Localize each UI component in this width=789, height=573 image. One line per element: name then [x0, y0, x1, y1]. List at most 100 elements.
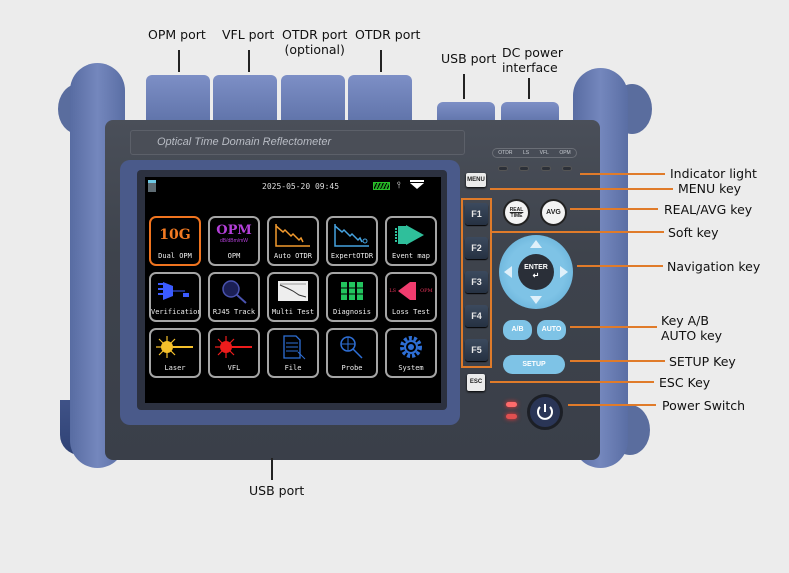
callout-usb-port-top: USB port [441, 51, 497, 66]
tile-label: RJ45 Track [212, 308, 256, 316]
opm-port [146, 75, 210, 125]
loss-test-icon [398, 282, 417, 300]
opm-icon-label: OPM [420, 288, 433, 294]
tile-dual-opm[interactable]: 10G Dual OPM [149, 216, 201, 266]
charge-led [506, 402, 517, 407]
tile-label: Multi Test [271, 308, 315, 316]
callout-setup-key: SETUP Key [669, 354, 736, 369]
tile-verification[interactable]: Verification [149, 272, 201, 322]
indicator-led-otdr [498, 166, 508, 171]
tile-label: Laser [164, 364, 186, 372]
f4-button[interactable]: F4 [465, 305, 488, 327]
callout-line [490, 381, 654, 383]
callout-line [570, 326, 657, 328]
tile-label: ExpertOTDR [330, 252, 374, 260]
f1-button[interactable]: F1 [465, 203, 488, 225]
tile-event-map[interactable]: Event map [385, 216, 437, 266]
avg-button[interactable]: AVG [540, 199, 567, 226]
f2-button[interactable]: F2 [465, 237, 488, 259]
esc-button[interactable]: ESC [467, 374, 485, 391]
callout-line [248, 50, 250, 72]
real-time-button[interactable]: REAL TIME [503, 199, 530, 226]
callout-line [178, 50, 180, 72]
datetime: 2025-05-20 09:45 [262, 182, 340, 191]
enter-button[interactable]: ENTER ↵ [518, 254, 554, 290]
dropdown-menu-icon[interactable] [410, 180, 424, 189]
time-label: TIME [510, 213, 523, 219]
callout-text: (optional) [284, 42, 345, 57]
menu-button[interactable]: MENU [466, 173, 486, 187]
screen: 2025-05-20 09:45 ⫯ 10G Dual OPM OPM dB/d… [145, 177, 441, 403]
callout-line [463, 74, 465, 99]
right-arrow-button[interactable] [560, 266, 568, 278]
tile-auto-otdr[interactable]: Auto OTDR [267, 216, 319, 266]
tile-loss-test[interactable]: LS OPM Loss Test [385, 272, 437, 322]
enter-return-icon: ↵ [532, 271, 540, 280]
callout-line [271, 458, 273, 480]
callout-text: AUTO key [661, 328, 723, 343]
ls-icon-label: LS [389, 288, 397, 294]
callout-usb-port-bottom: USB port [249, 483, 305, 498]
status-led [506, 414, 517, 419]
callout-text: DC power [502, 45, 563, 60]
indicator-vfl-label: VFL [539, 150, 549, 156]
callout-soft-key: Soft key [668, 225, 719, 240]
opm-units: dB/dBm/mW [219, 238, 249, 244]
tile-vfl[interactable]: VFL [208, 328, 260, 378]
callout-line [570, 208, 658, 210]
callout-vfl-port: VFL port [222, 27, 275, 42]
callout-line [568, 404, 656, 406]
callout-line [570, 360, 665, 362]
dc-power-port [501, 102, 559, 124]
status-bar: 2025-05-20 09:45 ⫯ [145, 177, 441, 197]
ab-button[interactable]: A/B [503, 320, 532, 340]
f3-button[interactable]: F3 [465, 271, 488, 293]
f5-button[interactable]: F5 [465, 339, 488, 361]
tile-probe[interactable]: Probe [326, 328, 378, 378]
tile-diagnosis[interactable]: Diagnosis [326, 272, 378, 322]
tile-system[interactable]: System [385, 328, 437, 378]
callout-menu-key: MENU key [678, 181, 742, 196]
tile-label: Auto OTDR [274, 252, 312, 260]
otdr-port [348, 75, 412, 125]
callout-line [490, 188, 673, 190]
tile-multi-test[interactable]: Multi Test [267, 272, 319, 322]
callout-line [492, 231, 664, 233]
callout-indicator-light: Indicator light [670, 166, 757, 181]
callout-real-avg-key: REAL/AVG key [664, 202, 753, 217]
rj45-track-icon [222, 280, 247, 304]
callout-otdr-port: OTDR port [355, 27, 421, 42]
indicator-otdr-label: OTDR [498, 150, 513, 156]
power-button[interactable] [527, 394, 563, 430]
usb-port-top [437, 102, 495, 124]
indicator-strip: OTDR LS VFL OPM [492, 148, 577, 158]
callout-power-switch: Power Switch [662, 398, 746, 413]
usb-icon: ⫯ [397, 180, 401, 190]
indicator-led-vfl [541, 166, 551, 171]
model-label: Optical Time Domain Reflectometer [130, 130, 465, 155]
left-arrow-button[interactable] [504, 266, 512, 278]
tile-label: Loss Test [392, 308, 430, 316]
callout-text: Key A/B [661, 313, 709, 328]
indicator-led-opm [562, 166, 572, 171]
10g-icon: 10G [159, 227, 191, 243]
opm-icon: OPM [216, 223, 252, 238]
otdr-trace-icon [275, 224, 310, 247]
down-arrow-button[interactable] [530, 296, 542, 304]
soft-key-group [461, 198, 492, 368]
setup-button[interactable]: SETUP [503, 355, 565, 374]
tile-expert-otdr[interactable]: ExpertOTDR [326, 216, 378, 266]
tile-file[interactable]: File [267, 328, 319, 378]
tile-laser[interactable]: Laser [149, 328, 201, 378]
tile-rj45-track[interactable]: RJ45 Track [208, 272, 260, 322]
indicator-led-ls [519, 166, 529, 171]
up-arrow-button[interactable] [530, 240, 542, 248]
auto-button[interactable]: AUTO [537, 320, 566, 340]
vfl-icon [215, 336, 252, 358]
callout-line [580, 173, 665, 175]
multi-test-icon [278, 281, 308, 301]
tile-label: Dual OPM [158, 252, 192, 260]
tile-opm[interactable]: OPM dB/dBm/mW OPM [208, 216, 260, 266]
callout-esc-key: ESC Key [659, 375, 711, 390]
tile-label: File [284, 364, 302, 372]
